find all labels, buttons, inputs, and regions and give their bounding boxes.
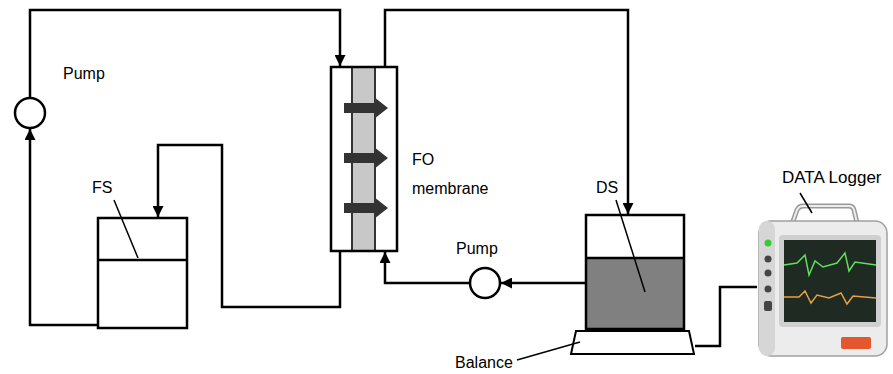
pipe-connector <box>30 10 340 97</box>
membrane-module: FO membrane <box>330 66 398 252</box>
leader-line <box>517 342 580 360</box>
data-logger-part <box>784 291 876 304</box>
pump-symbol-part <box>470 268 500 298</box>
membrane-module-part <box>344 97 388 119</box>
pump-symbol-part <box>15 98 45 128</box>
membrane-module-part <box>331 67 397 251</box>
data-logger-part <box>784 253 876 275</box>
component-label: FO membrane <box>412 146 492 204</box>
component-label: DS <box>596 178 618 197</box>
leader-line <box>616 200 645 292</box>
pipe-connector <box>501 282 585 285</box>
data-logger-part <box>765 270 772 277</box>
draw-tank-outline <box>585 214 685 330</box>
balance-outline <box>570 330 695 356</box>
data-logger-outline <box>757 205 889 358</box>
data-logger-part <box>784 240 876 322</box>
component-label: Pump <box>456 239 498 258</box>
draw-tank-part <box>586 215 684 329</box>
data-logger-part <box>779 235 881 327</box>
data-logger-part <box>841 337 871 349</box>
pump-symbol: Pump <box>14 97 46 129</box>
component-label: DATA Logger <box>782 168 882 188</box>
pipe-connector <box>385 10 628 214</box>
membrane-module-part <box>344 197 388 219</box>
data-logger-part <box>759 221 775 356</box>
data-logger-part <box>764 301 772 311</box>
draw-tank-part <box>586 258 684 329</box>
pump-symbol: Pump <box>469 267 501 299</box>
membrane-module-outline <box>330 66 398 252</box>
feed-tank-outline <box>97 217 188 329</box>
data-logger-part <box>765 256 772 263</box>
membrane-module-part <box>331 67 397 251</box>
balance: Balance <box>570 330 695 356</box>
pump-symbol-outline <box>469 267 501 299</box>
data-logger: DATA Logger <box>757 205 889 358</box>
data-logger-part <box>759 221 887 356</box>
draw-tank-part <box>586 215 684 329</box>
component-label: Balance <box>455 353 513 372</box>
leader-line <box>114 200 138 258</box>
pipe-connector <box>695 287 757 346</box>
data-logger-part <box>765 240 772 247</box>
draw-tank: DS <box>585 214 685 330</box>
pipe-connector <box>30 129 97 325</box>
component-label: FS <box>92 178 112 197</box>
pump-symbol-outline <box>14 97 46 129</box>
leader-line <box>800 193 812 213</box>
data-logger-part <box>765 286 772 293</box>
component-label: Pump <box>63 64 105 83</box>
balance-part <box>571 331 694 354</box>
feed-tank: FS <box>97 217 188 329</box>
feed-tank-part <box>98 218 187 328</box>
membrane-module-part <box>344 147 388 169</box>
feed-tank-part <box>98 259 187 262</box>
